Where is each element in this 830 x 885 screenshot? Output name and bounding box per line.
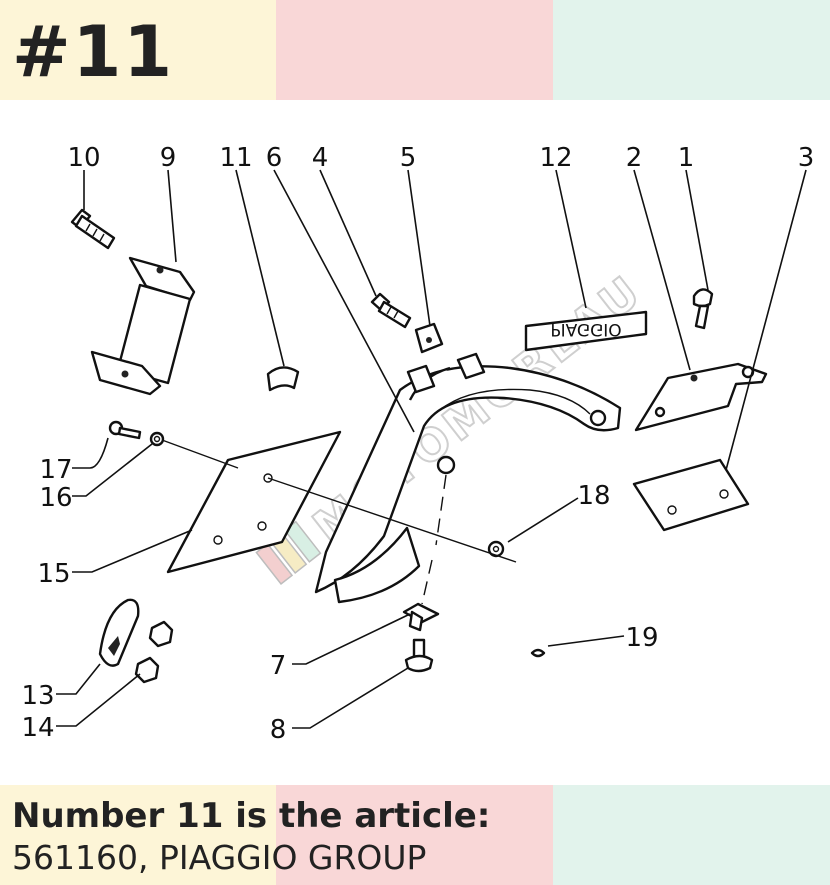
part-17-screw [108,420,142,440]
part-14-nuts [134,620,174,684]
callout-12: 12 [539,143,572,173]
part-4-screw [370,292,412,329]
callout-7: 7 [270,651,287,681]
footer-yellow-block [0,785,276,885]
callout-2: 2 [626,143,643,173]
part-19-pin [530,648,546,658]
callout-15: 15 [37,559,70,589]
callout-18: 18 [577,481,610,511]
exploded-parts-diagram: MOTOMOREAU [21,143,814,745]
part-11-clip [266,366,300,392]
part-5-clip-nut [414,322,444,354]
page-title: #11 [12,11,175,93]
callout-6: 6 [266,143,283,173]
part-16-washer [149,431,165,447]
callout-9: 9 [160,143,177,173]
callout-numbers: 10 9 11 6 4 5 12 2 1 3 17 16 15 18 7 19 … [21,143,814,745]
callout-8: 8 [270,715,287,745]
article-caption-heading: Number 11 is the article: [12,796,491,836]
part-10-screw [70,208,116,250]
part-18-washer [487,540,505,558]
part-8-screw [404,638,434,673]
decal-lettering: PIAGGIO [550,319,621,339]
assembly-lines [161,439,517,605]
part-6-panel [314,352,622,604]
part-15-plate [166,430,342,574]
callout-17: 17 [39,455,72,485]
callout-10: 10 [67,143,100,173]
footer-color-band [0,785,830,885]
band-mint-block [553,0,830,100]
header-color-band [0,0,830,100]
callout-19: 19 [625,623,658,653]
callout-1: 1 [678,143,695,173]
footer-pink-block [276,785,553,885]
footer-mint-block [553,785,830,885]
article-number-text: 561160, PIAGGIO GROUP [12,838,427,877]
callout-3: 3 [798,143,815,173]
part-7-clip [402,602,440,632]
callout-11: 11 [219,143,252,173]
callout-16: 16 [39,483,72,513]
band-yellow-block [0,0,276,100]
part-9-bracket [90,256,196,396]
part-12-decal: PIAGGIO [524,310,648,352]
part-13-cap [98,598,140,667]
callout-5: 5 [400,143,417,173]
band-pink-block [276,0,553,100]
part-3-pad [632,458,750,532]
leader-lines [56,169,807,729]
callout-14: 14 [21,713,54,743]
part-2-plate [634,362,768,432]
part-1-screw [692,288,714,330]
callout-4: 4 [312,143,329,173]
callout-13: 13 [21,681,54,711]
